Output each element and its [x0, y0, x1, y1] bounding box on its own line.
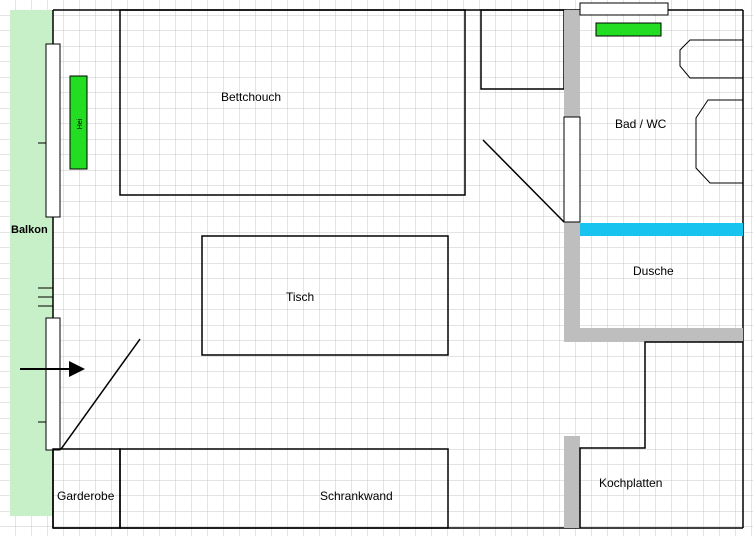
heater-label: Hei — [77, 118, 84, 129]
interior-wall-shower-bottom — [564, 328, 743, 342]
bad-wc-label: Bad / WC — [615, 117, 667, 131]
tisch-label: Tisch — [286, 290, 314, 304]
kitchen-wall — [579, 341, 743, 528]
bathroom-heater — [595, 22, 662, 37]
interior-wall-bath-upper — [564, 10, 580, 117]
garderobe-label: Garderobe — [57, 489, 115, 503]
bathroom-door-swing — [482, 139, 565, 223]
bathroom-door — [563, 116, 581, 223]
tisch-furniture — [201, 235, 449, 356]
sink-fixture — [679, 39, 744, 79]
shower-divider — [580, 223, 743, 236]
toilet-fixture — [695, 99, 744, 184]
balcony-window — [45, 43, 61, 218]
interior-wall-bath-lower — [564, 222, 580, 341]
bathroom-window — [579, 2, 669, 16]
dusche-label: Dusche — [633, 264, 674, 278]
balcony-door — [45, 317, 61, 451]
schrankwand-label: Schrankwand — [320, 489, 393, 503]
schrankwand-furniture — [119, 448, 449, 529]
balcony-edge-ticks — [38, 142, 53, 423]
balkon-label: Balkon — [11, 224, 48, 236]
entrance-door-swing — [60, 338, 141, 450]
interior-wall-kitchen — [564, 436, 580, 528]
bettchouch-furniture — [119, 9, 466, 196]
kochplatten-label: Kochplatten — [599, 476, 662, 490]
heater — [69, 75, 88, 170]
bettchouch-label: Bettchouch — [221, 90, 281, 104]
